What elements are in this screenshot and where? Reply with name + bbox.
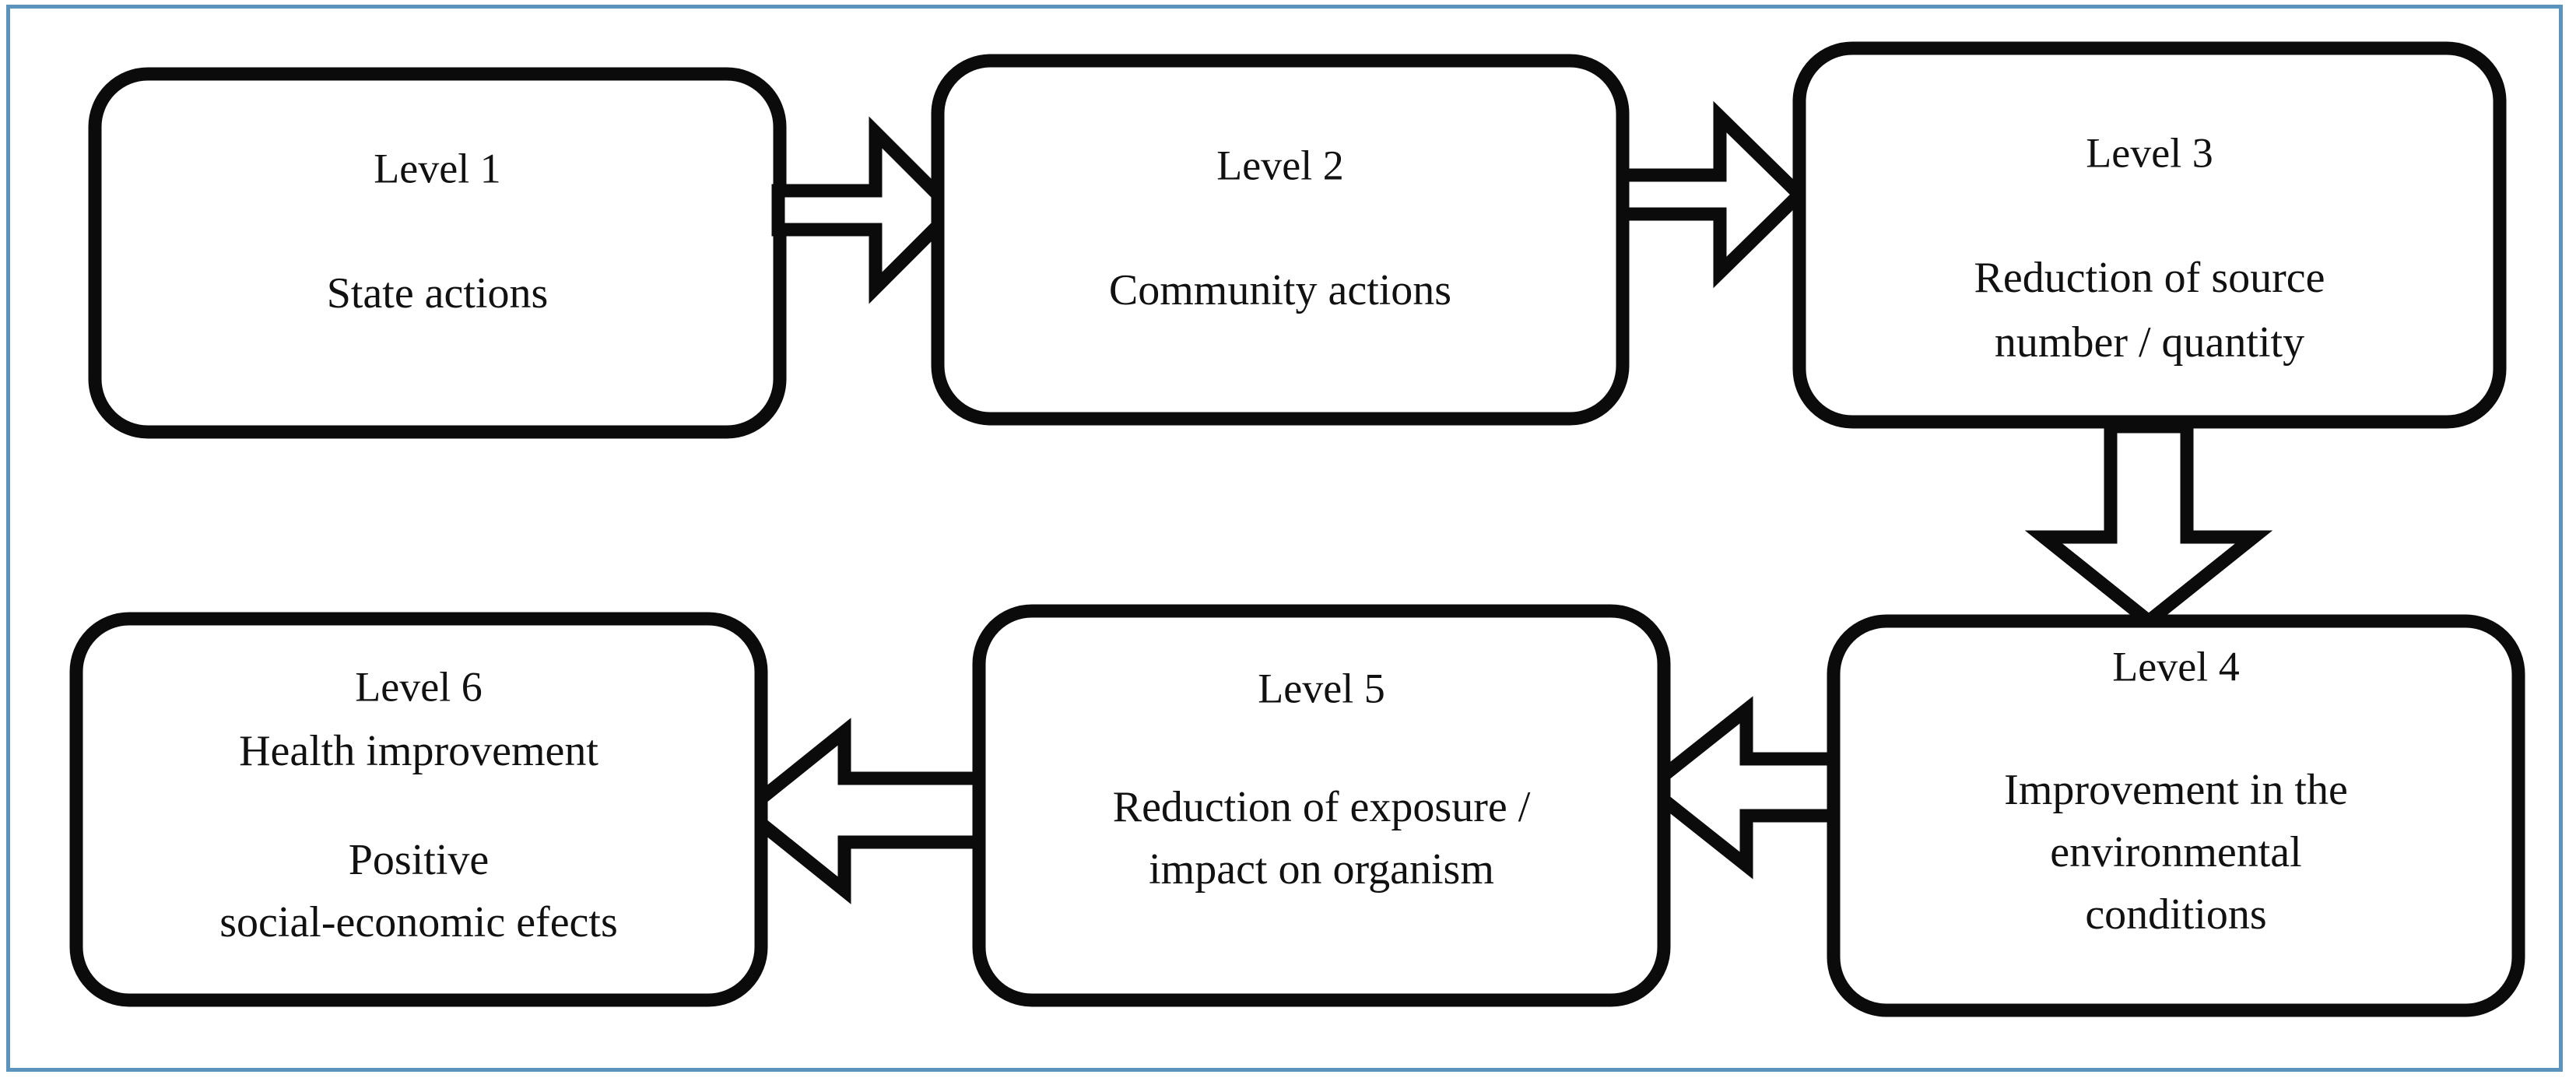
node-level-1-title: Level 1 (374, 145, 500, 191)
node-level-6-line-3: Positive (349, 836, 489, 884)
node-level-4[interactable]: Level 4 Improvement in the environmental… (1827, 614, 2525, 1017)
node-level-4-line-3: conditions (2085, 890, 2266, 939)
node-level-4-line-1: Improvement in the (2004, 766, 2348, 814)
node-level-2[interactable]: Level 2 Community actions (931, 54, 1630, 426)
node-level-4-title: Level 4 (2112, 643, 2239, 690)
node-level-5-line-2: impact on organism (1149, 845, 1494, 894)
arrow-left-icon (735, 718, 986, 904)
node-level-2-line-1: Community actions (1109, 266, 1451, 314)
node-level-4-line-2: environmental (2050, 828, 2301, 876)
arrow-right-level2-level3 (1616, 100, 1809, 289)
node-level-3[interactable]: Level 3 Reduction of source number / qua… (1792, 41, 2507, 429)
node-level-1-shape (88, 67, 787, 439)
node-level-3-line-1: Reduction of source (1974, 254, 2325, 302)
node-level-6-line-1: Health improvement (239, 727, 598, 775)
arrow-right-icon (1616, 100, 1809, 289)
node-level-6-shape (69, 612, 768, 1007)
node-level-1-line-1: State actions (327, 269, 549, 318)
node-level-2-shape (931, 54, 1630, 426)
node-level-6-line-4: social-economic efects (219, 898, 618, 946)
arrow-left-level5-level6 (735, 718, 986, 904)
arrow-right-level1-level2 (771, 116, 963, 304)
node-level-5-line-1: Reduction of exposure / (1113, 783, 1531, 831)
node-level-3-line-2: number / quantity (1995, 318, 2304, 367)
arrow-right-icon (771, 116, 963, 304)
node-level-6-title: Level 6 (355, 663, 482, 710)
node-level-5[interactable]: Level 5 Reduction of exposure / impact o… (972, 604, 1671, 1007)
node-level-6[interactable]: Level 6 Health improvement Positive soci… (69, 612, 768, 1007)
arrow-left-level4-level5 (1637, 696, 1841, 880)
arrow-left-icon (1637, 696, 1841, 880)
node-level-5-title: Level 5 (1258, 665, 1385, 711)
arrow-down-level3-level4 (2024, 420, 2273, 630)
arrow-down-icon (2024, 420, 2273, 630)
node-level-1[interactable]: Level 1 State actions (88, 67, 787, 439)
node-level-2-title: Level 2 (1216, 142, 1343, 188)
node-level-3-title: Level 3 (2086, 129, 2213, 176)
